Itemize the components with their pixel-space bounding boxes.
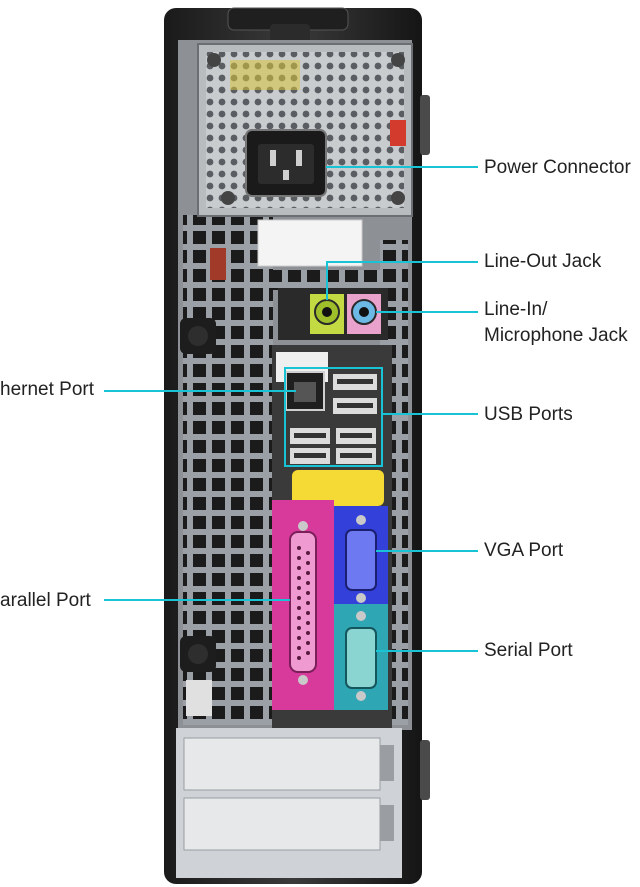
usb-highlight-box	[284, 367, 383, 467]
audio-panel	[278, 288, 388, 340]
ventilation-grille	[183, 215, 273, 720]
ethernet-port-label: hernet Port	[0, 379, 94, 400]
parallel-port	[289, 531, 317, 673]
io-panel	[272, 345, 392, 765]
yellow-port-cover	[292, 470, 384, 506]
line-out-jack-label: Line-Out Jack	[484, 251, 602, 272]
line-in-label-line2: Microphone Jack	[484, 325, 628, 346]
power-supply	[197, 43, 413, 217]
serial-port-label: Serial Port	[484, 640, 573, 661]
usb-port-group	[290, 374, 377, 464]
vga-port-label: VGA Port	[484, 540, 564, 561]
power-connector-label: Power Connector	[484, 157, 631, 178]
leader-line-line-out	[326, 261, 478, 300]
line-in-label-line1: Line-In/	[484, 299, 548, 320]
serial-port	[345, 627, 377, 689]
parallel-port-label: arallel Port	[0, 590, 91, 611]
vga-port	[345, 529, 377, 591]
usb-ports-label: USB Ports	[484, 404, 573, 425]
expansion-slots	[176, 728, 402, 878]
label-sticker	[257, 219, 363, 267]
line-in-label: Line-In/ Microphone Jack	[484, 298, 628, 348]
